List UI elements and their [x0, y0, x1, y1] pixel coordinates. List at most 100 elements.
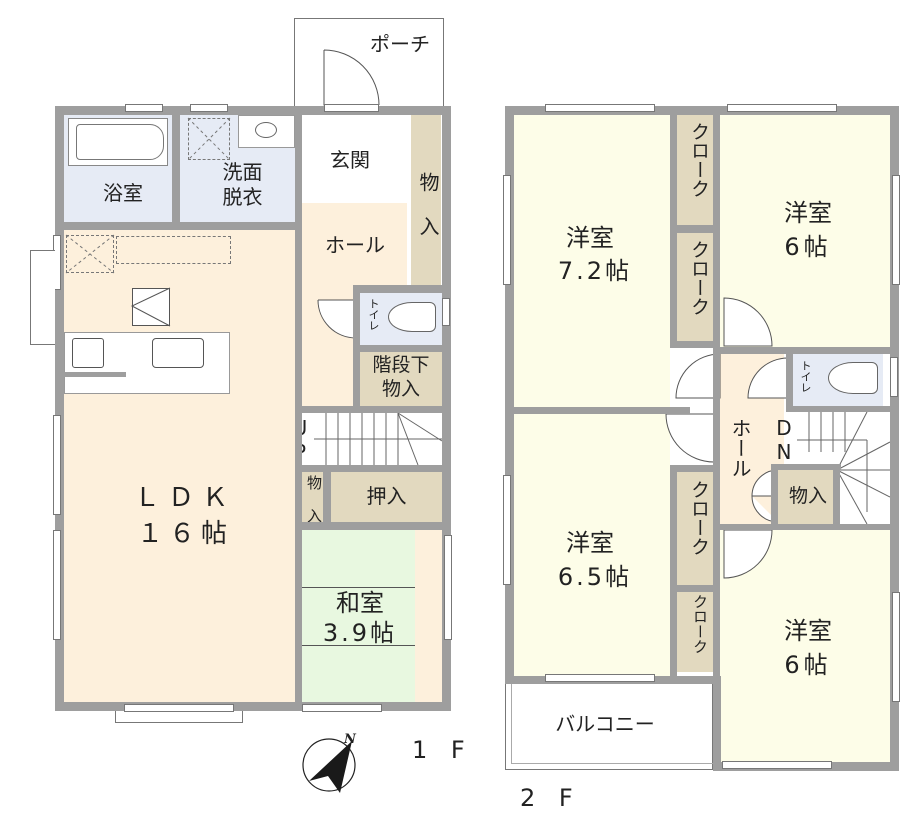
svg-text:N: N [343, 732, 357, 747]
under-stairs-storage [360, 352, 442, 407]
door-swing [723, 297, 773, 347]
wall [55, 702, 451, 711]
wall [890, 106, 899, 771]
wall [720, 524, 899, 530]
compass-north-icon: N [302, 732, 357, 793]
window [890, 357, 898, 397]
range-hood-lines [130, 287, 171, 327]
western-room-6-5 [514, 414, 670, 676]
sink-basin [255, 122, 277, 138]
window [302, 704, 382, 712]
window [892, 592, 900, 702]
cloak-2-label: クローク [688, 240, 710, 316]
wall [670, 341, 720, 348]
tatami-line [301, 645, 415, 646]
cloak-2 [677, 233, 713, 341]
porch-label: ポーチ [370, 32, 430, 56]
entrance-storage [411, 115, 441, 285]
wall [713, 354, 720, 684]
hall-label: ホール [325, 233, 385, 257]
window-sill [115, 711, 243, 723]
wall [786, 406, 890, 412]
cloak-1 [677, 115, 713, 225]
window [503, 475, 511, 585]
window [892, 175, 900, 285]
toilet-door-swing [317, 299, 357, 339]
wall [55, 106, 64, 711]
wall [670, 465, 720, 472]
window [53, 415, 61, 515]
window [125, 104, 163, 112]
floor-1-label: 1 F [412, 736, 473, 764]
window [444, 535, 452, 640]
washitsu-name-label: 和室 [336, 589, 384, 617]
wall [55, 106, 451, 115]
toilet-2f-bowl [828, 362, 878, 394]
cloak-1-label: クローク [688, 122, 710, 198]
balcony [505, 680, 713, 770]
hall-2f-label: ホール [728, 418, 752, 478]
wall [353, 285, 360, 407]
window [722, 761, 832, 769]
toilet-2f-label: トイレ [799, 360, 812, 393]
bathtub-inner [76, 124, 164, 160]
range-hood [132, 288, 170, 326]
wall [505, 106, 514, 684]
wall [677, 225, 713, 233]
wall [713, 115, 720, 355]
storage-2f-label: 物入 [788, 485, 827, 507]
wall [64, 222, 302, 230]
fridge-x [65, 234, 115, 274]
ldk [64, 230, 295, 702]
storage-2f [778, 470, 833, 524]
window [442, 298, 450, 326]
window [503, 175, 511, 285]
window [53, 530, 61, 640]
door-swing [665, 413, 715, 463]
wall [771, 464, 841, 470]
window [545, 104, 655, 112]
counter-wall [64, 372, 126, 377]
cloak-4 [677, 592, 713, 672]
wall [295, 406, 442, 413]
western-room-7-2 [514, 115, 670, 407]
stairs-dn-label: DN [772, 416, 796, 464]
door-swing [747, 357, 789, 399]
bay-window [30, 250, 55, 345]
washitsu [301, 530, 415, 702]
window [324, 104, 379, 112]
window [190, 104, 228, 112]
toilet-1f-label: トイレ [367, 298, 380, 331]
wall [505, 106, 899, 115]
wall [833, 464, 840, 526]
stairs-1f-treads [314, 412, 443, 466]
wall [677, 585, 713, 592]
window [545, 674, 655, 682]
stove [72, 338, 104, 368]
oshiire-closet [331, 472, 442, 522]
small-storage-label: 物 入 [305, 475, 323, 523]
fridge-space [66, 235, 114, 273]
washitsu-size-label: 3.9帖 [322, 619, 398, 647]
wall [295, 522, 442, 530]
window [727, 104, 837, 112]
western-room-6-5-name: 洋室 [566, 529, 614, 557]
tatami-line [301, 587, 415, 588]
wall [514, 407, 690, 414]
wall [713, 676, 721, 771]
stairs-2f-treads [797, 411, 891, 525]
kitchen-counter [64, 332, 230, 394]
washitsu-engawa [415, 530, 442, 702]
cupboard-space [116, 236, 231, 264]
washing-machine-x [187, 117, 231, 161]
window [124, 704, 234, 712]
toilet-1f-bowl [388, 302, 436, 332]
entrance-label: 玄関 [330, 148, 370, 172]
western-room-7-2-size: 7.2帖 [557, 257, 633, 285]
ldk-name-label: ＬＤＫ [133, 483, 236, 513]
wall [323, 472, 331, 530]
wall [360, 345, 442, 352]
cloak-3-label: クローク [688, 480, 710, 556]
floor-2-label: 2 F [520, 784, 581, 812]
balcony-label: バルコニー [555, 712, 655, 736]
